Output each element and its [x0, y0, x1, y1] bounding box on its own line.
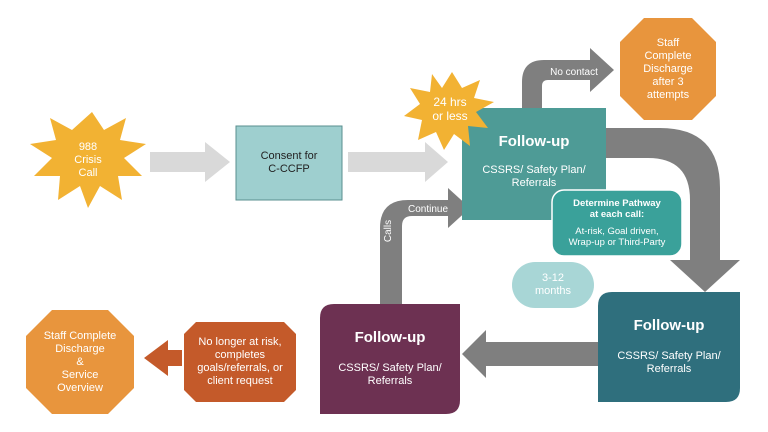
calls-label: Calls	[383, 219, 394, 243]
pathway-box	[551, 189, 683, 257]
followup-2-box	[598, 292, 740, 402]
followup-2-title: Follow-up	[633, 317, 705, 334]
arrow-calls-continue	[380, 188, 470, 306]
consent-box	[235, 125, 343, 201]
exit-criteria-label: No longer at risk, completes goals/refer…	[197, 336, 283, 387]
consent-label: Consent for C-CCFP	[260, 150, 318, 175]
arrow-consent-to-followup	[348, 142, 448, 182]
followup-3-body: CSSRS/ Safety Plan/ Referrals	[338, 362, 442, 387]
crisis-call-label: 988 Crisis Call	[74, 140, 102, 179]
discharge-after-attempts-label: Staff Complete Discharge after 3 attempt…	[643, 36, 693, 101]
no-contact-label: No contact	[550, 66, 598, 78]
crisis-call-burst	[30, 112, 146, 208]
exit-criteria-box	[184, 322, 296, 402]
arrow-call-to-consent	[150, 142, 230, 182]
arrow-followup2-to-followup3	[462, 330, 598, 378]
arrow-no-contact	[522, 48, 614, 108]
arrow-followup3-to-exit	[144, 340, 182, 376]
followup-2-body: CSSRS/ Safety Plan/ Referrals	[617, 350, 721, 375]
final-discharge-octagon	[26, 310, 134, 414]
arrow-followup1-to-followup2	[606, 128, 740, 292]
final-discharge-label: Staff Complete Discharge & Service Overv…	[43, 329, 117, 394]
followup-1-body: CSSRS/ Safety Plan/ Referrals	[482, 164, 586, 189]
followup-1-title: Follow-up	[498, 133, 570, 150]
discharge-after-attempts-octagon	[620, 18, 716, 120]
pathway-title: Determine Pathway at each call:	[573, 198, 661, 220]
continue-label: Continue	[407, 203, 449, 215]
followup-3-title: Follow-up	[354, 329, 426, 346]
time-burst-label: 24 hrs or less	[432, 95, 468, 123]
pathway-body: At-risk, Goal driven, Wrap-up or Third-P…	[568, 226, 666, 248]
duration-label: 3-12 months	[534, 272, 572, 297]
time-burst	[404, 72, 494, 150]
followup-3-box	[320, 304, 460, 414]
duration-pill	[512, 262, 594, 308]
